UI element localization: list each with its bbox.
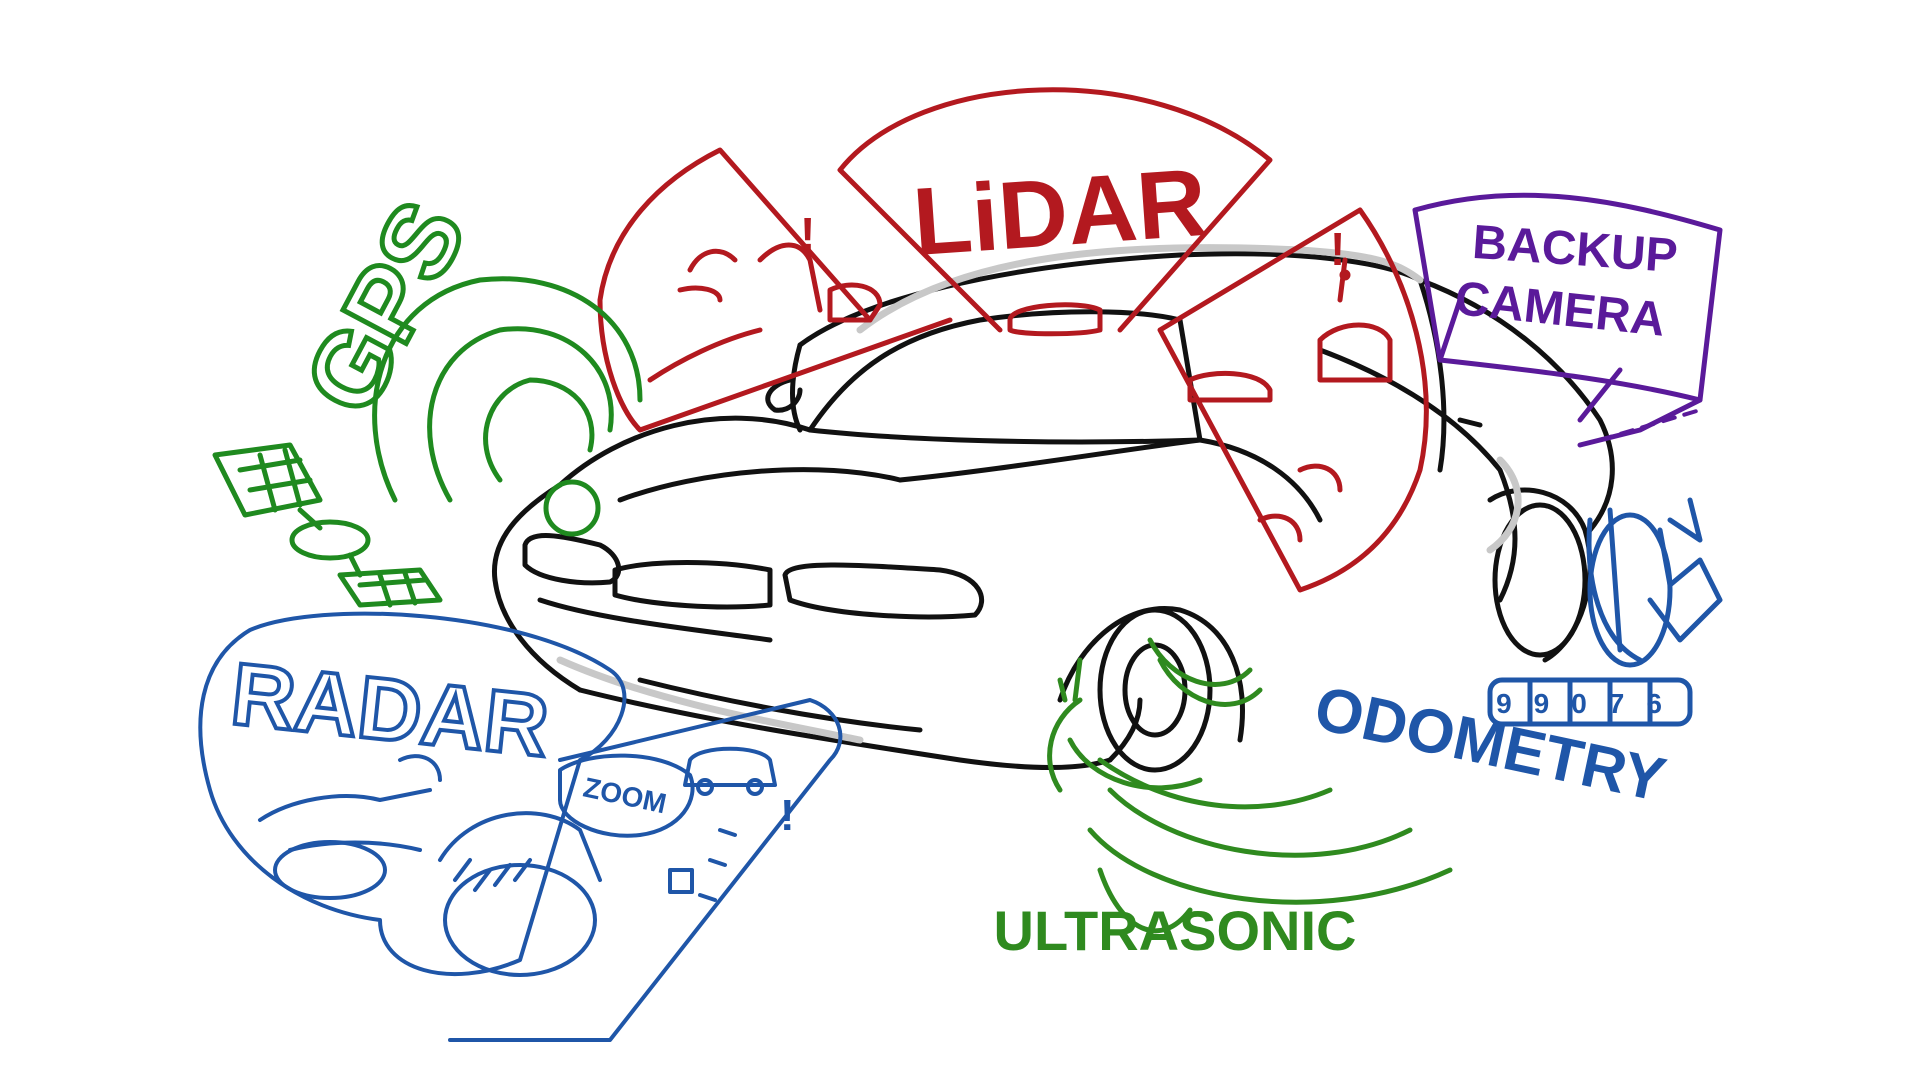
ultrasonic-group <box>1047 637 1453 934</box>
backup-camera-label-line1: BACKUP <box>1471 216 1680 283</box>
odometry-group <box>1487 497 1723 727</box>
lidar-exclaim-left: ! <box>800 208 815 260</box>
gps-label: GPS <box>283 183 489 431</box>
camera-frame-dash <box>1598 408 1702 442</box>
odometer-digits: 99076 <box>1496 688 1684 719</box>
ghost-car-outline <box>556 244 1522 744</box>
backup-camera-label-line2: CAMERA <box>1453 272 1668 347</box>
sound-wave-icon <box>1047 637 1453 934</box>
lidar-group <box>597 87 1429 593</box>
radar-label: RADAR <box>227 644 553 776</box>
radar-exclaim: ! <box>780 791 795 840</box>
radar-group <box>198 611 843 1042</box>
odometer-counter <box>1487 677 1693 727</box>
radar-dish-icon <box>438 811 602 977</box>
gps-group <box>212 276 643 608</box>
lidar-exclaim-right: ! <box>1330 223 1345 275</box>
satellite-icon <box>212 442 443 608</box>
gps-signal-icon <box>372 276 643 537</box>
radar-zoom-label: ZOOM <box>581 772 670 820</box>
ultrasonic-label: ULTRASONIC <box>994 899 1357 962</box>
lidar-label: LiDAR <box>910 149 1210 276</box>
wheel-icon <box>1586 497 1723 668</box>
